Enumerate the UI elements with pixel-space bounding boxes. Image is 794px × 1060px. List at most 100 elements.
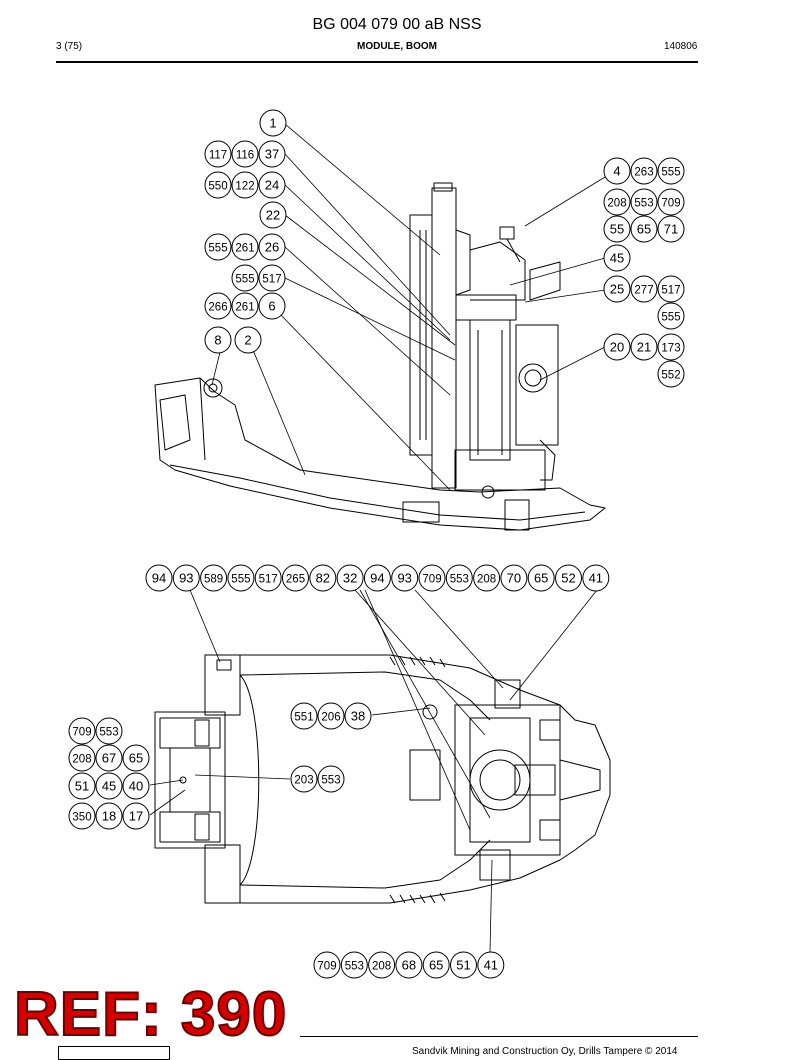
callout-26: 26 bbox=[258, 233, 286, 261]
svg-text:589: 589 bbox=[204, 574, 223, 586]
callout-208: 208 bbox=[603, 188, 631, 216]
callout-208: 208 bbox=[473, 564, 501, 592]
svg-text:555: 555 bbox=[661, 312, 680, 324]
module-title: MODULE, BOOM bbox=[357, 41, 437, 52]
svg-text:552: 552 bbox=[661, 370, 680, 382]
callout-553: 553 bbox=[445, 564, 473, 592]
callout-553: 553 bbox=[95, 717, 123, 745]
svg-text:20: 20 bbox=[610, 340, 624, 355]
callout-17: 17 bbox=[122, 802, 150, 830]
callout-70: 70 bbox=[500, 564, 528, 592]
callout-709: 709 bbox=[68, 717, 96, 745]
callout-555: 555 bbox=[657, 157, 685, 185]
leader-lines-bottom bbox=[149, 589, 598, 953]
callout-51: 51 bbox=[68, 772, 96, 800]
svg-text:67: 67 bbox=[102, 751, 116, 766]
callout-2: 2 bbox=[234, 326, 262, 354]
callout-65: 65 bbox=[122, 744, 150, 772]
svg-text:350: 350 bbox=[72, 812, 91, 824]
callout-6: 6 bbox=[258, 292, 286, 320]
boom-side-view bbox=[154, 182, 606, 531]
svg-text:517: 517 bbox=[661, 285, 680, 297]
callout-206: 206 bbox=[317, 702, 345, 730]
callout-709: 709 bbox=[657, 188, 685, 216]
svg-text:2: 2 bbox=[244, 333, 251, 348]
footer-copyright: Sandvik Mining and Construction Oy, Dril… bbox=[412, 1046, 678, 1057]
svg-text:65: 65 bbox=[429, 958, 443, 973]
callout-1: 1 bbox=[259, 109, 287, 137]
callout-277: 277 bbox=[630, 275, 658, 303]
svg-text:45: 45 bbox=[610, 251, 624, 266]
boom-plan-view bbox=[154, 654, 611, 904]
brand-logo-box bbox=[58, 1046, 170, 1060]
svg-text:70: 70 bbox=[507, 571, 521, 586]
svg-text:38: 38 bbox=[351, 709, 365, 724]
svg-text:555: 555 bbox=[661, 167, 680, 179]
svg-text:553: 553 bbox=[321, 775, 340, 787]
callout-65: 65 bbox=[422, 951, 450, 979]
callout-261: 261 bbox=[231, 292, 259, 320]
svg-text:45: 45 bbox=[102, 779, 116, 794]
callout-38: 38 bbox=[344, 702, 372, 730]
svg-text:41: 41 bbox=[589, 571, 603, 586]
callout-55: 55 bbox=[603, 215, 631, 243]
callout-517: 517 bbox=[657, 275, 685, 303]
callout-37: 37 bbox=[258, 140, 286, 168]
svg-text:55: 55 bbox=[610, 222, 624, 237]
callout-553: 553 bbox=[340, 951, 368, 979]
callout-8: 8 bbox=[204, 326, 232, 354]
callout-21: 21 bbox=[630, 333, 658, 361]
svg-text:51: 51 bbox=[75, 779, 89, 794]
reference-stamp: REF: 390 bbox=[13, 980, 288, 1049]
document-title: BG 004 079 00 aB NSS bbox=[312, 16, 482, 33]
callout-65: 65 bbox=[527, 564, 555, 592]
callout-589: 589 bbox=[200, 564, 228, 592]
svg-text:1: 1 bbox=[269, 116, 276, 131]
svg-text:553: 553 bbox=[634, 198, 653, 210]
svg-text:52: 52 bbox=[561, 571, 575, 586]
svg-text:65: 65 bbox=[534, 571, 548, 586]
callout-24: 24 bbox=[258, 171, 286, 199]
svg-text:553: 553 bbox=[345, 961, 364, 973]
svg-text:208: 208 bbox=[72, 754, 91, 766]
svg-text:117: 117 bbox=[209, 150, 227, 162]
callout-71: 71 bbox=[657, 215, 685, 243]
svg-text:261: 261 bbox=[235, 243, 254, 255]
svg-text:6: 6 bbox=[268, 299, 275, 314]
svg-text:37: 37 bbox=[265, 147, 279, 162]
svg-text:709: 709 bbox=[661, 198, 680, 210]
svg-text:709: 709 bbox=[422, 574, 441, 586]
callout-65: 65 bbox=[630, 215, 658, 243]
svg-text:68: 68 bbox=[402, 958, 416, 973]
callout-350: 350 bbox=[68, 802, 96, 830]
svg-text:4: 4 bbox=[613, 164, 620, 179]
callout-555: 555 bbox=[657, 302, 685, 330]
svg-text:41: 41 bbox=[484, 958, 498, 973]
callout-553: 553 bbox=[630, 188, 658, 216]
callout-25: 25 bbox=[603, 275, 631, 303]
svg-text:208: 208 bbox=[607, 198, 626, 210]
callout-550: 550 bbox=[204, 171, 232, 199]
svg-text:553: 553 bbox=[99, 727, 118, 739]
leader-lines-top bbox=[211, 123, 606, 491]
svg-text:517: 517 bbox=[259, 574, 278, 586]
svg-text:261: 261 bbox=[235, 302, 254, 314]
svg-text:555: 555 bbox=[235, 274, 254, 286]
callout-553: 553 bbox=[317, 765, 345, 793]
callout-68: 68 bbox=[395, 951, 423, 979]
callout-40: 40 bbox=[122, 772, 150, 800]
svg-text:24: 24 bbox=[265, 178, 279, 193]
callout-517: 517 bbox=[254, 564, 282, 592]
svg-text:553: 553 bbox=[450, 574, 469, 586]
svg-text:94: 94 bbox=[152, 571, 166, 586]
svg-text:18: 18 bbox=[102, 809, 116, 824]
callout-517: 517 bbox=[258, 264, 286, 292]
svg-text:93: 93 bbox=[179, 571, 193, 586]
svg-text:550: 550 bbox=[208, 181, 227, 193]
callout-263: 263 bbox=[630, 157, 658, 185]
svg-text:277: 277 bbox=[634, 285, 653, 297]
svg-text:206: 206 bbox=[321, 712, 340, 724]
callout-555: 555 bbox=[204, 233, 232, 261]
svg-text:266: 266 bbox=[208, 302, 227, 314]
